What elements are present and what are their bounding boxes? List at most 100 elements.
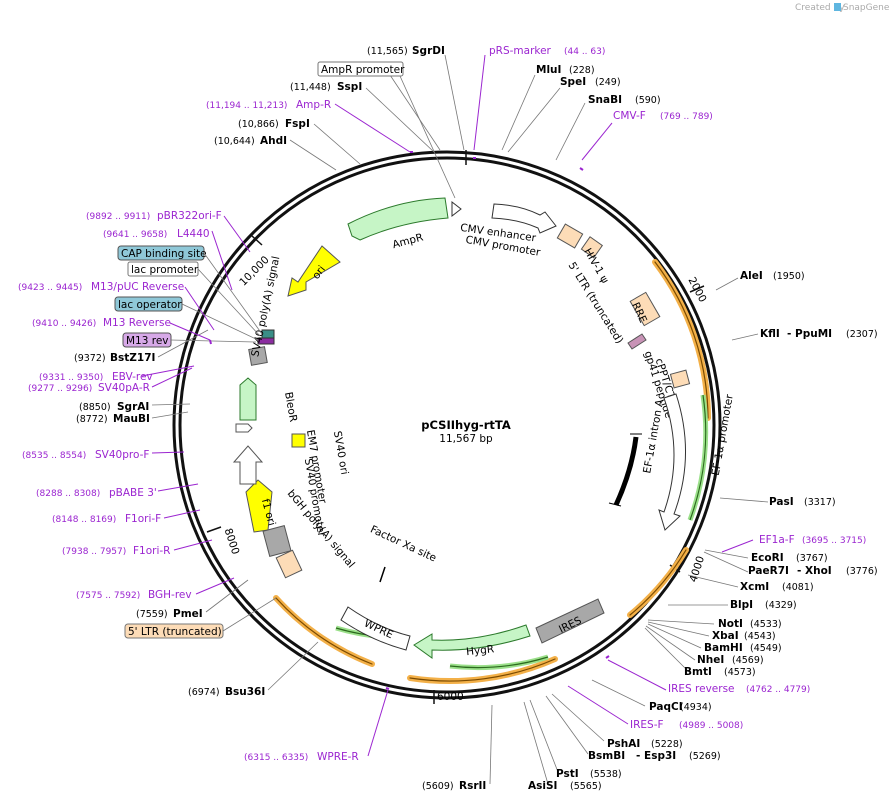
- enzyme-psti[interactable]: PstI: [556, 768, 579, 780]
- cap-binding-site-text: CAP binding site: [121, 248, 207, 260]
- right-enzyme-leaders: [489, 74, 769, 785]
- m13-rev-box[interactable]: M13 rev: [122, 332, 172, 348]
- primer-l4440[interactable]: L4440: [177, 228, 210, 240]
- enzyme-bamhi-pos: (4549): [750, 643, 782, 654]
- primer-f1ori-r[interactable]: F1ori-R: [133, 545, 170, 557]
- enzyme-fspi[interactable]: FspI: [285, 118, 310, 130]
- enzyme-alei-pos: (1950): [773, 271, 805, 282]
- enzyme-pshai[interactable]: PshAI: [607, 738, 640, 750]
- primer-pbr322ori-f[interactable]: pBR322ori-F: [157, 210, 222, 222]
- enzyme-sgrdi[interactable]: SgrDI: [412, 45, 445, 57]
- cmv-enhancer-arrow: [491, 203, 557, 234]
- enzyme-ecori[interactable]: EcoRI: [751, 552, 784, 564]
- enzyme-ahdi-pos: (10,644): [214, 136, 255, 147]
- enzyme-bsmbi-pos: (5269): [689, 751, 721, 762]
- primer-m13-reverse-pos: (9410 .. 9426): [32, 319, 96, 329]
- factor-xa-label: Factor Xa site: [368, 523, 438, 564]
- enzyme-asisi[interactable]: AsiSI: [528, 780, 557, 792]
- cap-binding-site-box[interactable]: CAP binding site: [117, 245, 207, 261]
- enzyme-rsrii[interactable]: RsrII: [459, 780, 486, 792]
- primer-f1ori-f-pos: (8148 .. 8169): [52, 515, 116, 525]
- snapgene-logo-icon: [834, 3, 841, 11]
- enzyme-bmti[interactable]: BmtI: [684, 666, 712, 678]
- enzyme-sspi[interactable]: SspI: [337, 81, 362, 93]
- enzyme-sspi-pos: (11,448): [290, 82, 331, 93]
- enzyme-bsu36i[interactable]: Bsu36I: [225, 686, 265, 698]
- ltr-truncated-box[interactable]: 5' LTR (truncated): [124, 623, 224, 639]
- primer-amp-r[interactable]: Amp-R: [296, 99, 331, 111]
- primer-ires-reverse[interactable]: IRES reverse: [668, 683, 735, 695]
- enzyme-alei[interactable]: AleI: [740, 270, 763, 282]
- primer-pbr322ori-f-pos: (9892 .. 9911): [86, 212, 150, 222]
- enzyme-fspi-pos: (10,866): [238, 119, 279, 130]
- primer-amp-r-pos: (11,194 .. 11,213): [206, 101, 287, 111]
- enzyme-nhei[interactable]: NheI: [697, 654, 724, 666]
- enzyme-spei[interactable]: SpeI: [560, 76, 586, 88]
- primer-f1ori-f[interactable]: F1ori-F: [125, 513, 161, 525]
- tick-label-8000: 8000: [222, 527, 242, 556]
- primer-prs-marker-pos: (44 .. 63): [564, 47, 605, 57]
- rre-block: [629, 291, 661, 327]
- lac-operator-box[interactable]: lac operator: [114, 296, 183, 312]
- primer-ebv-rev[interactable]: EBV-rev: [112, 371, 153, 383]
- primer-m13-puc-reverse[interactable]: M13/pUC Reverse: [91, 281, 184, 293]
- enzyme-pshai-pos: (5228): [651, 739, 683, 750]
- sv40-ori-label: SV40 ori: [331, 430, 350, 476]
- enzyme-bstz17i[interactable]: BstZ17I: [110, 352, 155, 364]
- primer-pbabe3[interactable]: pBABE 3': [109, 487, 157, 499]
- primer-prs-marker[interactable]: pRS-marker: [489, 45, 552, 57]
- primer-ef1a-f[interactable]: EF1a-F: [759, 534, 795, 546]
- lac-promoter-box[interactable]: lac promoter: [127, 261, 199, 277]
- primer-sv40pro-f[interactable]: SV40pro-F: [95, 449, 149, 461]
- enzyme-bamhi[interactable]: BamHI: [704, 642, 743, 654]
- enzyme-maubi[interactable]: MauBI: [113, 413, 150, 425]
- enzyme-ppumi[interactable]: - PpuMI: [787, 328, 832, 340]
- enzyme-pmei[interactable]: PmeI: [173, 608, 203, 620]
- sv40-ori-block: [291, 433, 306, 448]
- ires-block: [535, 598, 605, 644]
- gp41-peptide-block: [627, 333, 647, 350]
- credit-brand: SnapGene: [843, 3, 890, 13]
- lac-operator-text: lac operator: [118, 299, 182, 311]
- hygr-arrow: [413, 624, 531, 659]
- enzyme-pasi[interactable]: PasI: [769, 496, 794, 508]
- enzyme-paer7i[interactable]: PaeR7I: [748, 565, 789, 577]
- enzyme-noti-pos: (4533): [750, 619, 782, 630]
- enzyme-ahdi[interactable]: AhdI: [260, 135, 287, 147]
- enzyme-blpi[interactable]: BlpI: [730, 599, 753, 611]
- primer-ires-f[interactable]: IRES-F: [630, 719, 664, 731]
- primer-sv40pro-f-pos: (8535 .. 8554): [22, 451, 86, 461]
- f1-gray-block: [262, 524, 292, 558]
- enzyme-bsmbi[interactable]: BsmBI: [588, 750, 625, 762]
- primer-bgh-rev[interactable]: BGH-rev: [148, 589, 192, 601]
- enzyme-xbai[interactable]: XbaI: [712, 630, 739, 642]
- enzyme-nhei-pos: (4569): [732, 655, 764, 666]
- ampr-promoter-text: AmpR promoter: [321, 64, 405, 76]
- primer-cmv-f[interactable]: CMV-F: [613, 110, 646, 122]
- primer-f1ori-r-pos: (7938 .. 7957): [62, 547, 126, 557]
- sv40-polya-block: [248, 346, 268, 366]
- ampr-promoter-box[interactable]: AmpR promoter: [317, 61, 405, 77]
- hiv-psi-block: [556, 223, 584, 249]
- enzyme-xhoi[interactable]: - XhoI: [797, 565, 832, 577]
- plasmid-name: pCSIIhyg-rtTA: [421, 418, 511, 432]
- enzyme-mlui[interactable]: MluI: [536, 64, 561, 76]
- primer-l4440-pos: (9641 .. 9658): [103, 230, 167, 240]
- enzyme-paqci[interactable]: PaqCI: [649, 701, 683, 713]
- m13-rev-block: [257, 337, 275, 345]
- enzyme-sgrai[interactable]: SgrAI: [117, 401, 149, 413]
- enzyme-snabi[interactable]: SnaBI: [588, 94, 622, 106]
- primer-m13-reverse[interactable]: M13 Reverse: [103, 317, 171, 329]
- enzyme-kfli[interactable]: KflI: [760, 328, 780, 340]
- enzyme-noti[interactable]: NotI: [718, 618, 743, 630]
- enzyme-xcmi[interactable]: XcmI: [740, 581, 769, 593]
- hygr-label: HygR: [466, 643, 495, 658]
- ampr-promoter-arrow: [451, 200, 462, 218]
- primer-wpre-r[interactable]: WPRE-R: [317, 751, 359, 763]
- enzyme-esp3i[interactable]: - Esp3I: [636, 750, 676, 762]
- enzyme-mlui-pos: (228): [569, 65, 595, 76]
- ef1a-intron-arc: [613, 436, 639, 507]
- primer-sv40pa-r[interactable]: SV40pA-R: [98, 382, 150, 394]
- ef1a-intron-label: EF-1α intron A: [641, 398, 666, 475]
- bleor-arrow: [239, 377, 257, 421]
